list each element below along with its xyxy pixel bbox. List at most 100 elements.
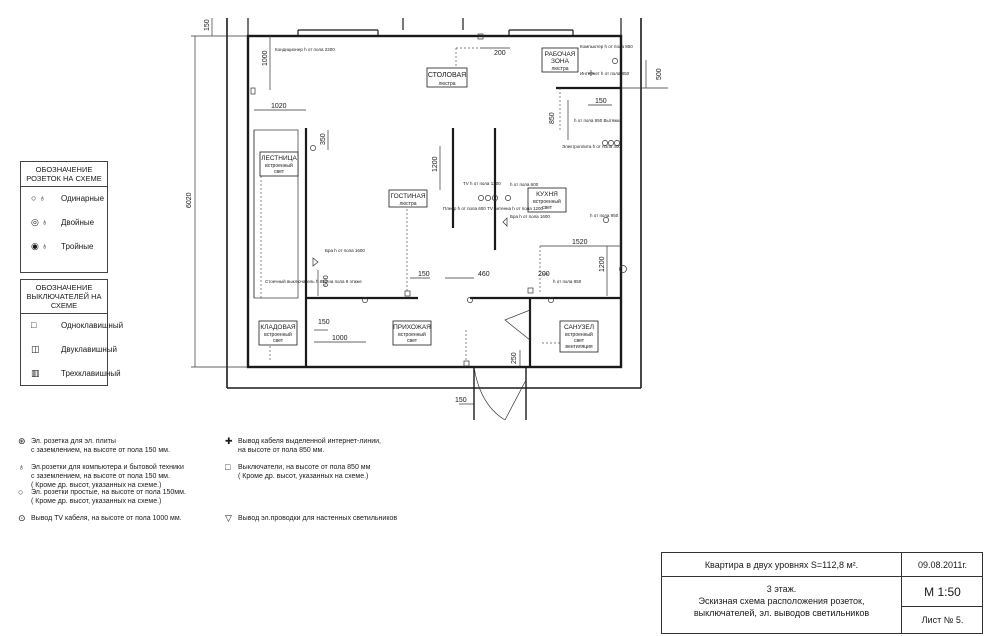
svg-text:люстра: люстра [438, 81, 455, 87]
svg-text:Плеер h от пола 600 TV антенна: Плеер h от пола 600 TV антенна h от пола… [443, 206, 543, 211]
legend-row-two-key: ◫ Двуклавишный [31, 344, 117, 354]
svg-text:свет: свет [273, 338, 284, 344]
simple-socket-icon: ○ [18, 487, 24, 497]
svg-text:ПРИХОЖАЯ: ПРИХОЖАЯ [393, 324, 431, 331]
room-gostinaya: ГОСТИНАЯ люстра [388, 189, 428, 208]
legend-sockets: ОБОЗНАЧЕНИЕ РОЗЕТОК НА СХЕМЕ ○ ♁ Одинарн… [20, 161, 108, 273]
svg-text:h от пола 950: h от пола 950 [590, 213, 619, 218]
svg-text:1000: 1000 [332, 335, 348, 342]
legend-row-triple: ◉ ♁ Тройные [31, 241, 94, 251]
svg-text:600: 600 [323, 275, 330, 287]
svg-text:150: 150 [418, 271, 430, 278]
room-labels: СТОЛОВАЯ люстра РАБОЧАЯ ЗОНА люстра ЛЕСТ… [258, 47, 599, 353]
svg-text:250: 250 [511, 352, 518, 364]
svg-text:500: 500 [656, 68, 663, 80]
outlets [250, 33, 627, 367]
svg-text:200: 200 [538, 271, 550, 278]
svg-text:свет: свет [542, 205, 553, 211]
svg-text:встроенный: встроенный [533, 198, 561, 205]
svg-text:1520: 1520 [572, 239, 588, 246]
svg-text:850: 850 [549, 112, 556, 124]
two-key-switch-icon: ◫ [31, 344, 40, 354]
svg-text:150: 150 [595, 98, 607, 105]
tv-cable-icon: ⊙ [18, 513, 26, 523]
dimension-lines [191, 18, 668, 405]
svg-text:Электроплита h от пола 400: Электроплита h от пола 400 [562, 144, 621, 149]
svg-text:КЛАДОВАЯ: КЛАДОВАЯ [260, 324, 296, 331]
svg-text:350: 350 [320, 133, 327, 145]
svg-text:Кондиционер h от пола 2200: Кондиционер h от пола 2200 [275, 47, 335, 52]
entrance-door [473, 309, 531, 421]
svg-text:Компьютер h от пола 850: Компьютер h от пола 850 [580, 44, 633, 49]
svg-text:150: 150 [204, 19, 211, 31]
svg-text:200: 200 [494, 50, 506, 57]
svg-text:1200: 1200 [432, 156, 439, 172]
svg-text:Стоечный выключатель h 850 на: Стоечный выключатель h 850 на пола 8 эта… [265, 278, 362, 284]
wall-light-triangle-icon: ▽ [225, 513, 232, 523]
svg-text:Интернет h от пола 850: Интернет h от пола 850 [580, 71, 630, 76]
svg-text:150: 150 [318, 319, 330, 326]
svg-text:Бра h от пола 1600: Бра h от пола 1600 [510, 214, 550, 219]
svg-text:люстра: люстра [399, 201, 416, 207]
single-socket-icon: ○ ♁ [31, 193, 46, 203]
computer-socket-icon: ♁ [18, 462, 25, 472]
room-sanuzel: САНУЗЕЛ встроенный свет вентиляция [559, 320, 599, 353]
title-block: Квартира в двух уровнях S=112,8 м². 09.0… [661, 552, 983, 634]
svg-text:1020: 1020 [271, 103, 287, 110]
legend-sockets-title: ОБОЗНАЧЕНИЕ РОЗЕТОК НА СХЕМЕ [21, 162, 107, 187]
svg-text:150: 150 [455, 397, 467, 404]
svg-text:встроенный: встроенный [265, 162, 293, 169]
svg-text:САНУЗЕЛ: САНУЗЕЛ [564, 324, 594, 331]
plan-annotations: Кондиционер h от пола 2200 Компьютер h о… [265, 44, 633, 284]
svg-text:460: 460 [478, 271, 490, 278]
scale-cell: М 1:50 [902, 577, 983, 607]
svg-text:h от пола 950 Вытяжка: h от пола 950 Вытяжка [574, 118, 622, 123]
svg-text:h от пола 850: h от пола 850 [553, 279, 582, 284]
plus-icon: ✚ [225, 436, 233, 446]
description-cell: 3 этаж. Эскизная схема расположения розе… [662, 577, 902, 634]
legend-switches-title: ОБОЗНАЧЕНИЕ ВЫКЛЮЧАТЕЛЕЙ НА СХЕМЕ [21, 280, 107, 314]
outer-walls [226, 18, 642, 389]
legend-row-double: ◎ ♁ Двойные [31, 217, 95, 227]
triple-socket-icon: ◉ ♁ [31, 241, 49, 251]
legend-row-single: ○ ♁ Одинарные [31, 193, 105, 203]
svg-text:РАБОЧАЯ: РАБОЧАЯ [545, 51, 576, 58]
three-key-switch-icon: ▥ [31, 368, 40, 378]
room-kuhnya: КУХНЯ встроенный свет [527, 187, 567, 213]
room-rabochaya: РАБОЧАЯ ЗОНА люстра [541, 47, 579, 73]
date-cell: 09.08.2011г. [902, 553, 983, 577]
room-stolovaya: СТОЛОВАЯ люстра [426, 67, 468, 88]
room-kladovaya: КЛАДОВАЯ встроенный свет [258, 320, 298, 346]
switch-square-icon: □ [225, 462, 231, 472]
room-prihozhaya: ПРИХОЖАЯ встроенный свет [392, 320, 432, 346]
legend-row-one-key: □ Одноклавишный [31, 320, 124, 330]
svg-text:вентиляция: вентиляция [565, 344, 593, 350]
inner-walls [253, 86, 621, 367]
svg-text:ЛЕСТНИЦА: ЛЕСТНИЦА [261, 155, 297, 162]
sheet-cell: Лист № 5. [921, 615, 964, 625]
room-lestnica: ЛЕСТНИЦА встроенный свет [259, 151, 299, 177]
svg-text:свет: свет [407, 338, 418, 344]
svg-text:TV h от пола 1200: TV h от пола 1200 [463, 181, 501, 186]
svg-text:1200: 1200 [599, 256, 606, 272]
svg-text:6020: 6020 [186, 192, 193, 208]
svg-text:встроенный: встроенный [398, 331, 426, 338]
svg-text:Бра h от пола 1600: Бра h от пола 1600 [325, 248, 365, 253]
svg-text:КУХНЯ: КУХНЯ [536, 191, 558, 198]
svg-text:ЗОНА: ЗОНА [551, 58, 570, 65]
title-cell: Квартира в двух уровнях S=112,8 м². [662, 553, 902, 577]
svg-text:люстра: люстра [551, 66, 568, 72]
one-key-switch-icon: □ [31, 320, 37, 330]
legend-row-three-key: ▥ Трехклавишный [31, 368, 121, 378]
svg-text:1000: 1000 [262, 50, 269, 66]
double-socket-icon: ◎ ♁ [31, 217, 49, 227]
svg-text:ГОСТИНАЯ: ГОСТИНАЯ [390, 193, 425, 200]
svg-text:h от пола 600: h от пола 600 [510, 182, 539, 187]
dimension-values: 150 1000 200 500 1020 350 150 850 1200 6… [186, 19, 663, 404]
svg-text:встроенный: встроенный [565, 331, 593, 338]
svg-text:СТОЛОВАЯ: СТОЛОВАЯ [428, 72, 466, 79]
svg-text:свет: свет [574, 338, 585, 344]
legend-switches: ОБОЗНАЧЕНИЕ ВЫКЛЮЧАТЕЛЕЙ НА СХЕМЕ □ Одно… [20, 279, 124, 386]
svg-text:встроенный: встроенный [264, 331, 292, 338]
